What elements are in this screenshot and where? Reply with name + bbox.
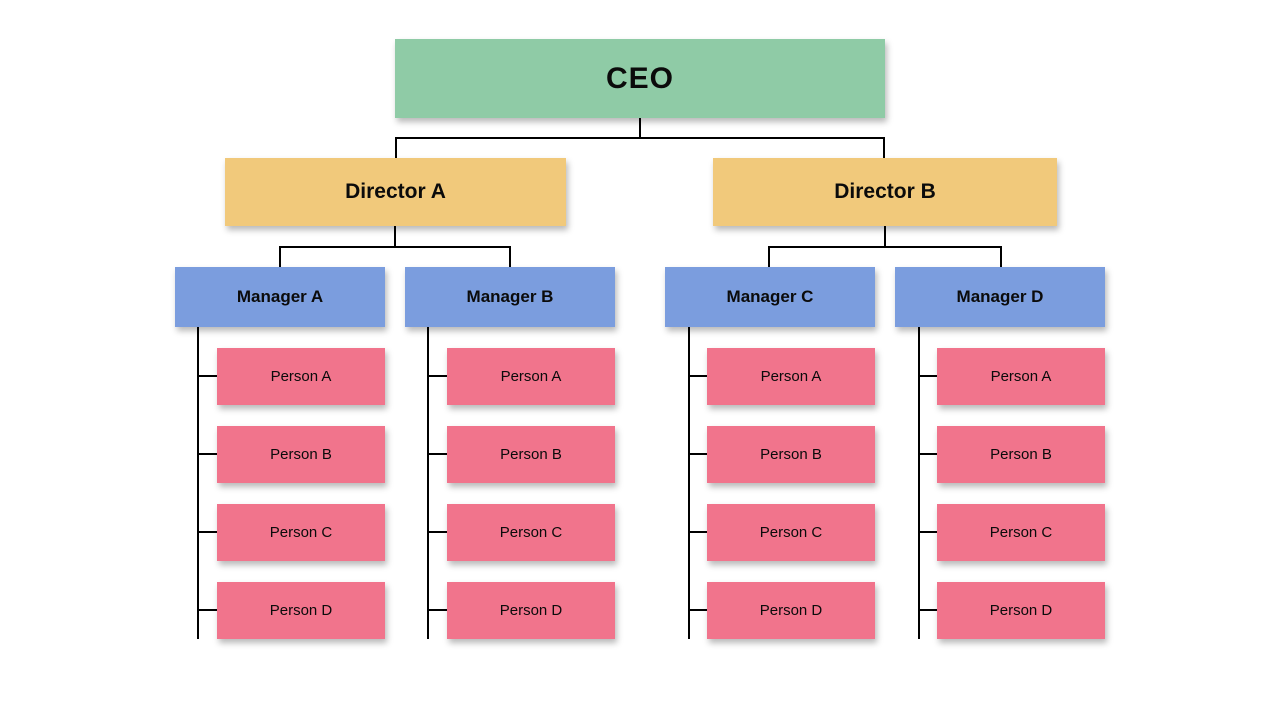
connector-team-d-spine	[918, 327, 920, 639]
node-team-b-person-d[interactable]: Person D	[447, 582, 615, 639]
node-team-d-person-b[interactable]: Person B	[937, 426, 1105, 483]
connector-director-b-bar	[768, 246, 1002, 248]
node-team-c-person-c[interactable]: Person C	[707, 504, 875, 561]
node-team-d-person-a[interactable]: Person A	[937, 348, 1105, 405]
connector-team-b-stub-2	[427, 453, 447, 455]
node-team-d-person-c[interactable]: Person C	[937, 504, 1105, 561]
node-team-a-person-a[interactable]: Person A	[217, 348, 385, 405]
connector-team-c-stub-2	[688, 453, 707, 455]
node-manager-b[interactable]: Manager B	[405, 267, 615, 327]
connector-team-b-stub-1	[427, 375, 447, 377]
node-team-b-person-b[interactable]: Person B	[447, 426, 615, 483]
node-director-b[interactable]: Director B	[713, 158, 1057, 226]
connector-manager-d-drop	[1000, 247, 1002, 267]
connector-director-b-drop	[883, 138, 885, 158]
connector-team-c-stub-3	[688, 531, 707, 533]
node-team-a-person-d[interactable]: Person D	[217, 582, 385, 639]
connector-ceo-bar	[395, 137, 885, 139]
connector-director-a-bar	[279, 246, 511, 248]
connector-team-d-stub-3	[918, 531, 937, 533]
connector-team-c-stub-4	[688, 609, 707, 611]
node-team-a-person-b[interactable]: Person B	[217, 426, 385, 483]
node-manager-a[interactable]: Manager A	[175, 267, 385, 327]
node-team-d-person-d[interactable]: Person D	[937, 582, 1105, 639]
node-team-a-person-c[interactable]: Person C	[217, 504, 385, 561]
connector-manager-c-drop	[768, 247, 770, 267]
node-director-a[interactable]: Director A	[225, 158, 566, 226]
connector-team-b-stub-3	[427, 531, 447, 533]
connector-team-a-spine	[197, 327, 199, 639]
node-ceo[interactable]: CEO	[395, 39, 885, 118]
connector-team-a-stub-3	[197, 531, 217, 533]
node-team-c-person-d[interactable]: Person D	[707, 582, 875, 639]
connector-team-c-spine	[688, 327, 690, 639]
connector-manager-b-drop	[509, 247, 511, 267]
node-manager-c[interactable]: Manager C	[665, 267, 875, 327]
node-team-b-person-a[interactable]: Person A	[447, 348, 615, 405]
node-manager-d[interactable]: Manager D	[895, 267, 1105, 327]
connector-team-b-stub-4	[427, 609, 447, 611]
connector-team-a-stub-4	[197, 609, 217, 611]
connector-team-a-stub-1	[197, 375, 217, 377]
connector-director-a-down	[394, 226, 396, 247]
connector-team-c-stub-1	[688, 375, 707, 377]
connector-team-d-stub-2	[918, 453, 937, 455]
node-team-c-person-b[interactable]: Person B	[707, 426, 875, 483]
connector-team-a-stub-2	[197, 453, 217, 455]
connector-team-b-spine	[427, 327, 429, 639]
node-team-b-person-c[interactable]: Person C	[447, 504, 615, 561]
connector-ceo-drop	[639, 118, 641, 138]
connector-team-d-stub-4	[918, 609, 937, 611]
connector-manager-a-drop	[279, 247, 281, 267]
connector-team-d-stub-1	[918, 375, 937, 377]
node-team-c-person-a[interactable]: Person A	[707, 348, 875, 405]
connector-director-a-drop	[395, 138, 397, 158]
connector-director-b-down	[884, 226, 886, 247]
